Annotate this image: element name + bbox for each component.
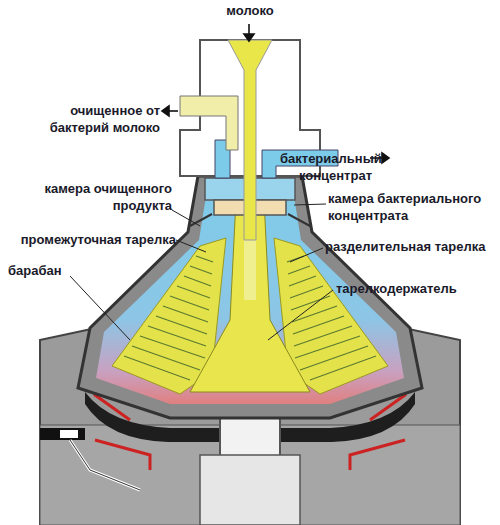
outlet-label: бактериальный концентрат <box>280 150 372 184</box>
part-label: разделительная тарелка <box>325 238 497 255</box>
part-label: камера бактериального концентрата <box>328 190 498 224</box>
part-label: камера очищенного продукта <box>30 180 172 214</box>
clean-milk-outlet <box>180 96 238 150</box>
part-label: промежуточная тарелка <box>4 231 176 248</box>
part-label: тарелкодержатель <box>336 280 496 297</box>
outlet-label: очищенное от бактерий молоко <box>20 102 160 136</box>
inlet-label: молоко <box>200 2 300 19</box>
inlet-tube <box>228 40 272 240</box>
part-label: барабан <box>8 262 88 279</box>
